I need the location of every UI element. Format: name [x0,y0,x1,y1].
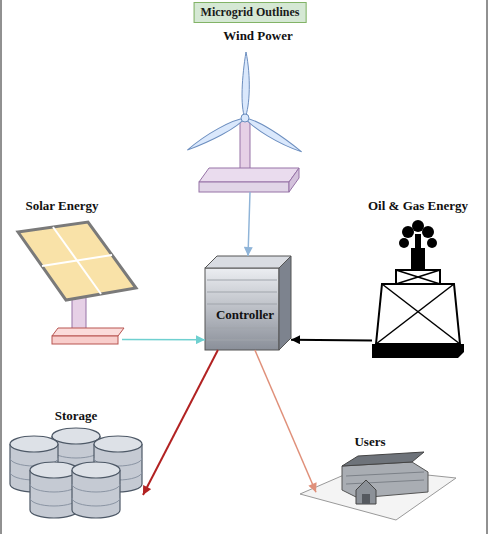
user-building [300,452,456,520]
wind-source: Wind Power [195,28,305,192]
node-label: Oil & Gas Energy [368,198,468,213]
solar-source: Solar Energy [10,198,122,344]
users-node: Users [316,432,456,522]
storage-node: Storage [8,406,143,528]
frame-line [487,0,488,534]
oil-gas-rig [372,220,464,358]
flow-arrow [248,192,250,256]
node-label: Wind Power [223,28,292,43]
flow-arrow [122,339,205,341]
storage-cylinders [10,428,142,518]
flow-arrow [291,339,372,342]
flow-arrow [143,350,218,495]
oil-gas-source: Oil & Gas Energy [372,198,464,358]
controller-cube [205,256,291,350]
solar-panel [18,222,136,344]
flow-arrow [255,350,316,492]
diagram-title: Microgrid Outlines [194,2,307,23]
node-label: Storage [55,408,98,423]
node-label: Controller [216,307,274,322]
node-label: Users [354,434,385,449]
node-label: Solar Energy [25,198,98,213]
wind-turbine [186,52,304,192]
controller-node: Controller [205,256,291,350]
frame-line [1,0,2,534]
